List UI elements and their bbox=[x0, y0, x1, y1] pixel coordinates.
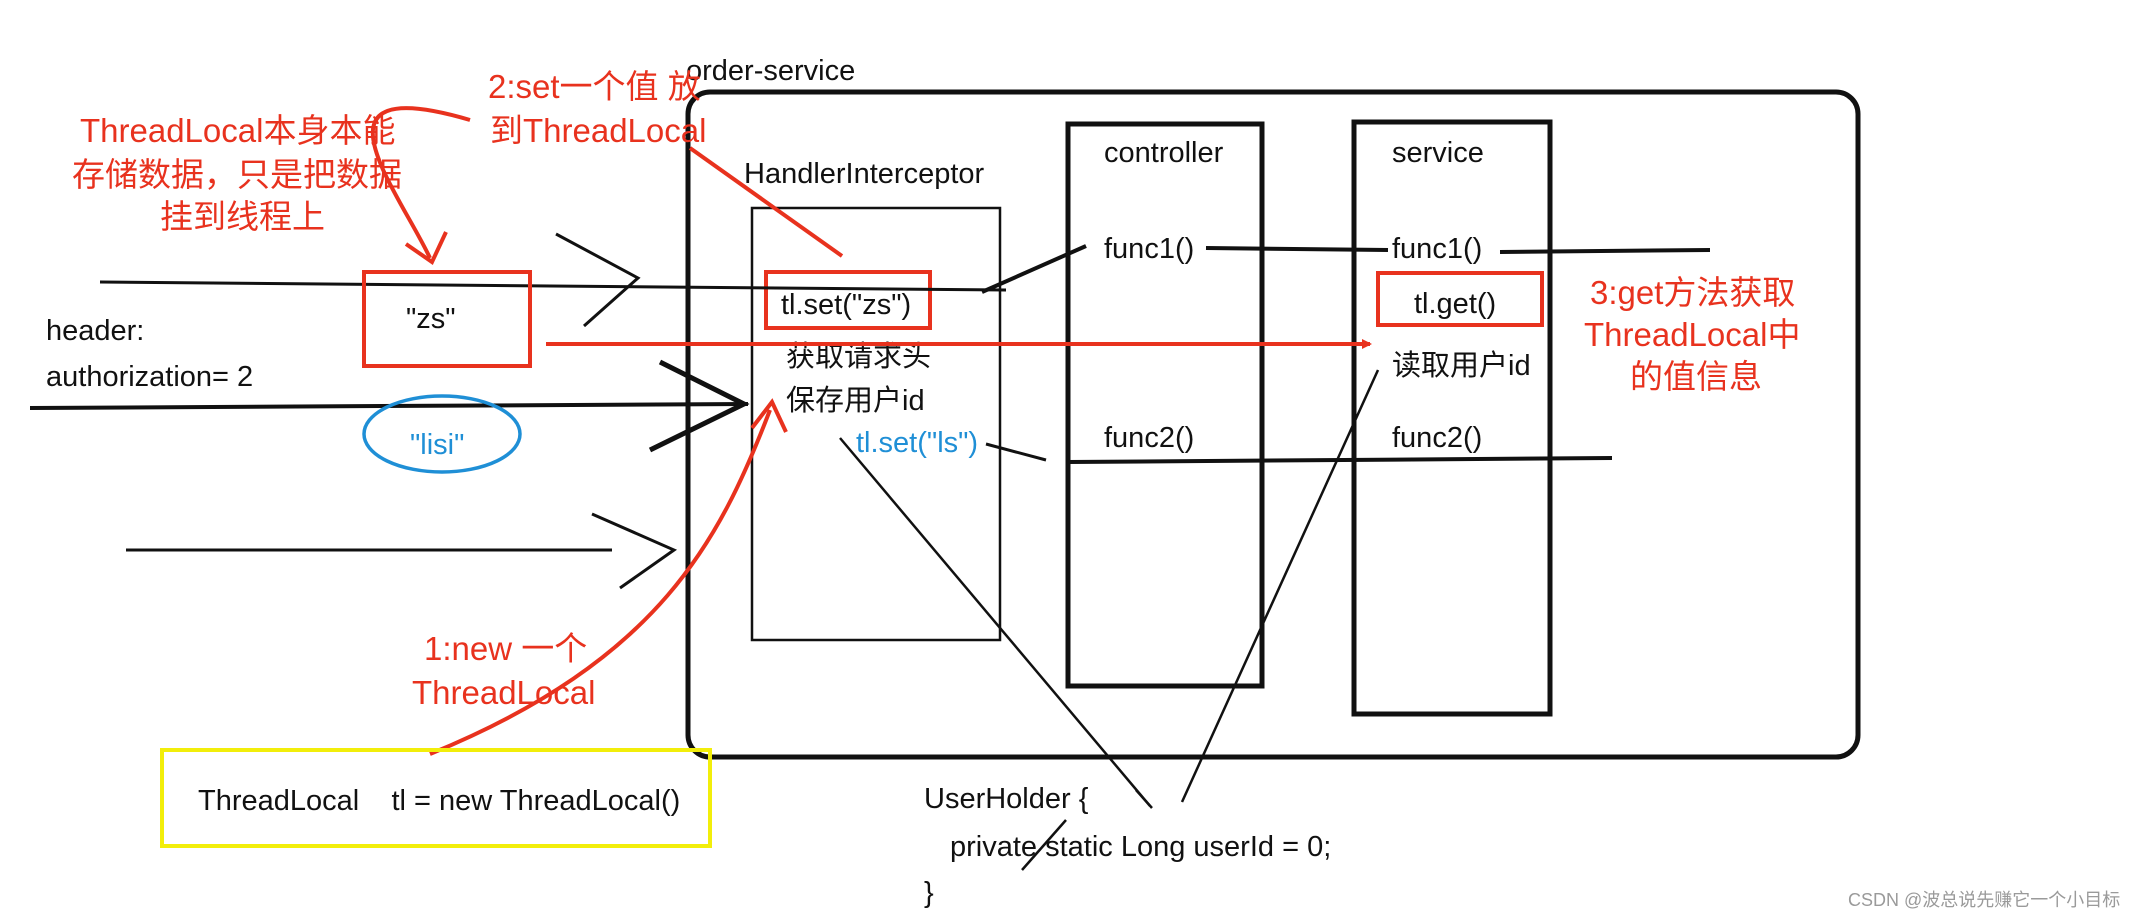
set-ls-code: tl.set("ls") bbox=[856, 427, 978, 459]
step2-note-line1: 2:set一个值 放 bbox=[488, 68, 701, 105]
watermark: CSDN @波总说先赚它一个小目标 bbox=[1848, 890, 2120, 910]
controller-box bbox=[1065, 121, 1265, 689]
lisi-value: "lisi" bbox=[410, 429, 464, 461]
interceptor-box bbox=[750, 206, 1002, 642]
link-service-out-1 bbox=[1499, 248, 1711, 254]
controller-func2: func2() bbox=[1104, 422, 1194, 454]
order-service-label: order-service bbox=[686, 55, 855, 87]
arrowhead-3 bbox=[591, 512, 678, 590]
service-func1: func1() bbox=[1392, 233, 1482, 265]
step1-note-line2: ThreadLocal bbox=[412, 674, 595, 711]
service-title: service bbox=[1392, 137, 1484, 169]
step3-note-line2: ThreadLocal中 bbox=[1584, 316, 1800, 353]
link-controller-service-2 bbox=[1067, 456, 1613, 464]
threadlocal-decl-box bbox=[160, 748, 712, 848]
zs-value-box bbox=[362, 270, 532, 368]
link-controller-service-1 bbox=[1205, 246, 1389, 252]
lisi-value-ellipse bbox=[362, 394, 522, 474]
read-user-id-step: 读取用户id bbox=[1392, 349, 1531, 382]
threadlocal-note-line2: 存储数据，只是把数据 bbox=[72, 156, 402, 193]
controller-func1: func1() bbox=[1104, 233, 1194, 265]
tl-get-highlight bbox=[1376, 271, 1544, 327]
red-curve-arrowhead-2 bbox=[750, 398, 788, 433]
tl-get-code: tl.get() bbox=[1414, 288, 1496, 320]
order-service-box bbox=[685, 89, 1861, 760]
red-line-step2-to-set bbox=[688, 146, 844, 258]
red-curve-new-to-interceptor bbox=[429, 409, 772, 756]
set-zs-highlight bbox=[764, 270, 932, 330]
controller-title: controller bbox=[1104, 137, 1224, 169]
step2-note-line2: 到ThreadLocal bbox=[490, 112, 706, 149]
thread-line-1 bbox=[99, 280, 1007, 292]
zs-value: "zs" bbox=[406, 303, 456, 335]
set-zs-code: tl.set("zs") bbox=[781, 289, 911, 321]
userholder-line1: UserHolder { bbox=[924, 783, 1089, 815]
threadlocal-note-line3: 挂到线程上 bbox=[160, 198, 325, 235]
red-curve-note-to-zs bbox=[370, 106, 471, 259]
step3-note-line3: 的值信息 bbox=[1630, 358, 1762, 395]
link-interceptor-controller-2 bbox=[985, 442, 1047, 462]
arrowhead-2 bbox=[648, 359, 750, 453]
arrowhead-1 bbox=[555, 232, 641, 328]
link-set-ls-userholder bbox=[839, 437, 1151, 807]
step1-note-line1: 1:new 一个 bbox=[424, 630, 587, 667]
link-interceptor-controller-1 bbox=[981, 244, 1087, 294]
service-box bbox=[1351, 119, 1553, 717]
red-curve-arrowhead-1 bbox=[404, 231, 448, 265]
authorization-label: authorization= 2 bbox=[46, 361, 253, 393]
userholder-scribble bbox=[1021, 819, 1067, 871]
save-user-id-step: 保存用户id bbox=[786, 384, 925, 417]
threadlocal-note-line1: ThreadLocal本身本能 bbox=[80, 112, 395, 149]
userholder-line3: } bbox=[924, 877, 934, 909]
interceptor-title: HandlerInterceptor bbox=[744, 158, 985, 190]
link-read-id-userholder bbox=[1180, 369, 1380, 803]
service-func2: func2() bbox=[1392, 422, 1482, 454]
userholder-line2: private static Long userId = 0; bbox=[950, 831, 1331, 863]
threadlocal-decl-code: ThreadLocal tl = new ThreadLocal() bbox=[198, 785, 680, 817]
step3-note-line1: 3:get方法获取 bbox=[1590, 274, 1795, 311]
header-label: header: bbox=[46, 315, 144, 347]
userholder-tick bbox=[1135, 789, 1153, 809]
